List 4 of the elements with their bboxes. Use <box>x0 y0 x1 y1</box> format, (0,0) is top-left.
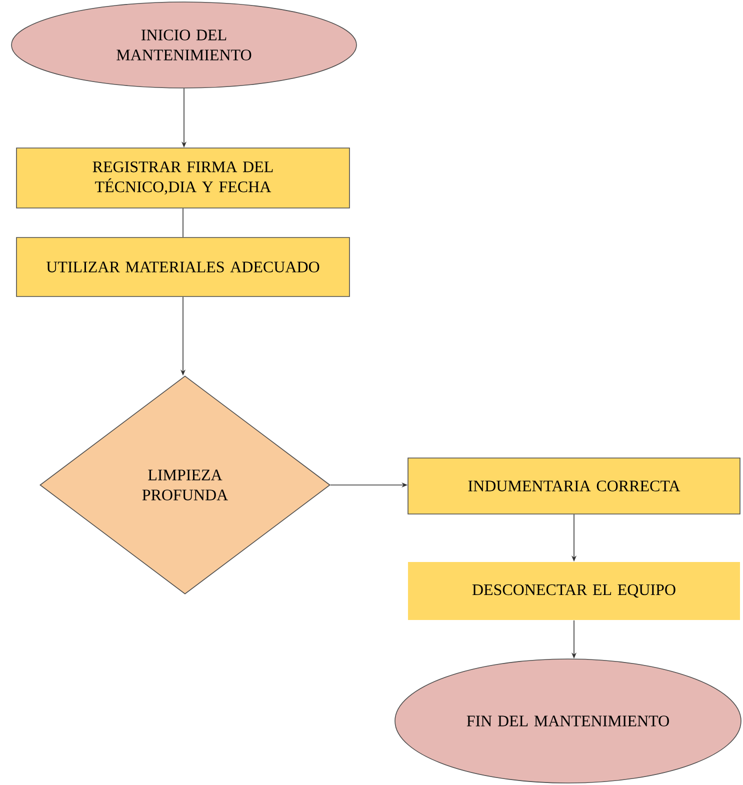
process-box: DESCONECTAR EL EQUIPO <box>408 562 740 620</box>
process-box: INDUMENTARIA CORRECTA <box>408 458 740 514</box>
process-box: REGISTRAR FIRMA DEL TÉCNICO,DIA Y FECHA <box>16 148 350 208</box>
process-box: UTILIZAR MATERIALES ADECUADO <box>16 237 350 297</box>
